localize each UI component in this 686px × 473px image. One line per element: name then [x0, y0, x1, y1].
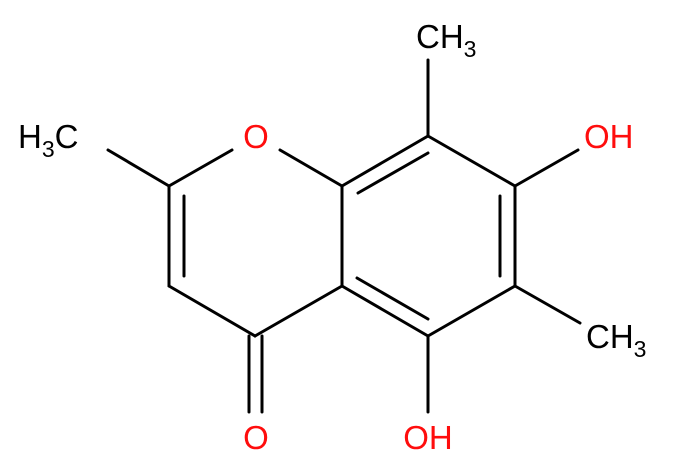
carbonyl-oxygen-label: O [243, 419, 269, 456]
bonds [106, 58, 582, 414]
bond-c5-c4a-double [355, 276, 430, 321]
ring-oxygen-label: O [243, 118, 269, 155]
bond-c4-c4a [253, 284, 344, 338]
bond-c3-c4 [167, 284, 257, 338]
hydroxyl-5-label: OH [403, 419, 453, 456]
methyl-2-label: H3C [18, 118, 78, 162]
bond-c6-methyl [513, 284, 582, 325]
bond-c2-o1 [167, 148, 234, 188]
methyl-6-label: CH3 [586, 318, 646, 362]
methyl-8-label: CH3 [416, 18, 476, 62]
bond-c8a-c8 [340, 134, 430, 188]
hydroxyl-7-label: OH [584, 118, 634, 155]
bond-c7-oh [513, 148, 580, 188]
bond-c6-c5 [426, 284, 517, 338]
bond-o1-c8a [278, 148, 344, 188]
atom-labels: O O OH OH H3C CH3 CH3 [18, 18, 646, 456]
bond-c8a-c8-double [356, 151, 430, 195]
bond-c2-methyl [106, 148, 171, 188]
bond-c5-c4a [340, 284, 430, 338]
bond-c8-c7 [426, 134, 517, 188]
